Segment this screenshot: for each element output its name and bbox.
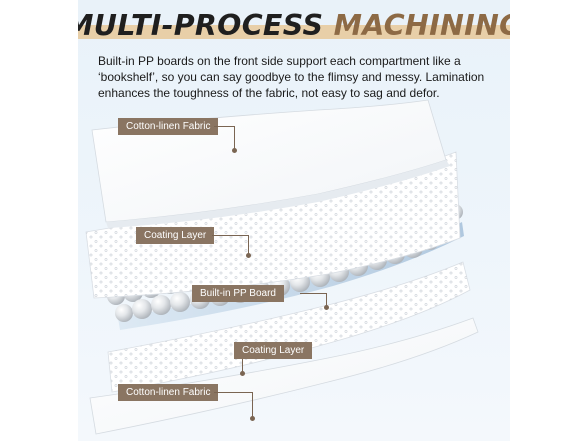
callout-line <box>252 392 253 418</box>
callout-line <box>214 126 234 127</box>
callout-dot <box>246 253 251 258</box>
label-cotton-linen-fabric-bottom: Cotton-linen Fabric <box>118 384 219 401</box>
callout-line <box>212 235 248 236</box>
bottom-fabric-sheet <box>89 317 479 435</box>
title-area: MULTI-PROCESS MACHINING <box>78 2 510 50</box>
layer-illustration <box>85 99 479 435</box>
title-highlight-strip <box>78 25 510 39</box>
page-title: MULTI-PROCESS MACHINING <box>78 2 510 50</box>
callout-line <box>234 126 235 150</box>
callout-line <box>214 392 252 393</box>
label-built-in-pp-board: Built-in PP Board <box>192 285 284 302</box>
callout-dot <box>324 305 329 310</box>
label-cotton-linen-fabric-top: Cotton-linen Fabric <box>118 118 219 135</box>
title-word-2: MACHINING <box>333 9 510 42</box>
title-word-1: MULTI-PROCESS <box>78 9 324 42</box>
callout-dot <box>250 416 255 421</box>
callout-line <box>242 359 243 373</box>
label-coating-layer-bottom: Coating Layer <box>234 342 313 359</box>
callout-dot <box>232 148 237 153</box>
callout-dot <box>240 371 245 376</box>
product-infographic: MULTI-PROCESS MACHINING Built-in PP boar… <box>78 0 510 441</box>
callout-line <box>326 293 327 307</box>
callout-line <box>248 235 249 255</box>
description: Built-in PP boards on the front side sup… <box>98 54 485 100</box>
label-coating-layer-top: Coating Layer <box>136 227 215 244</box>
callout-line <box>300 293 326 294</box>
